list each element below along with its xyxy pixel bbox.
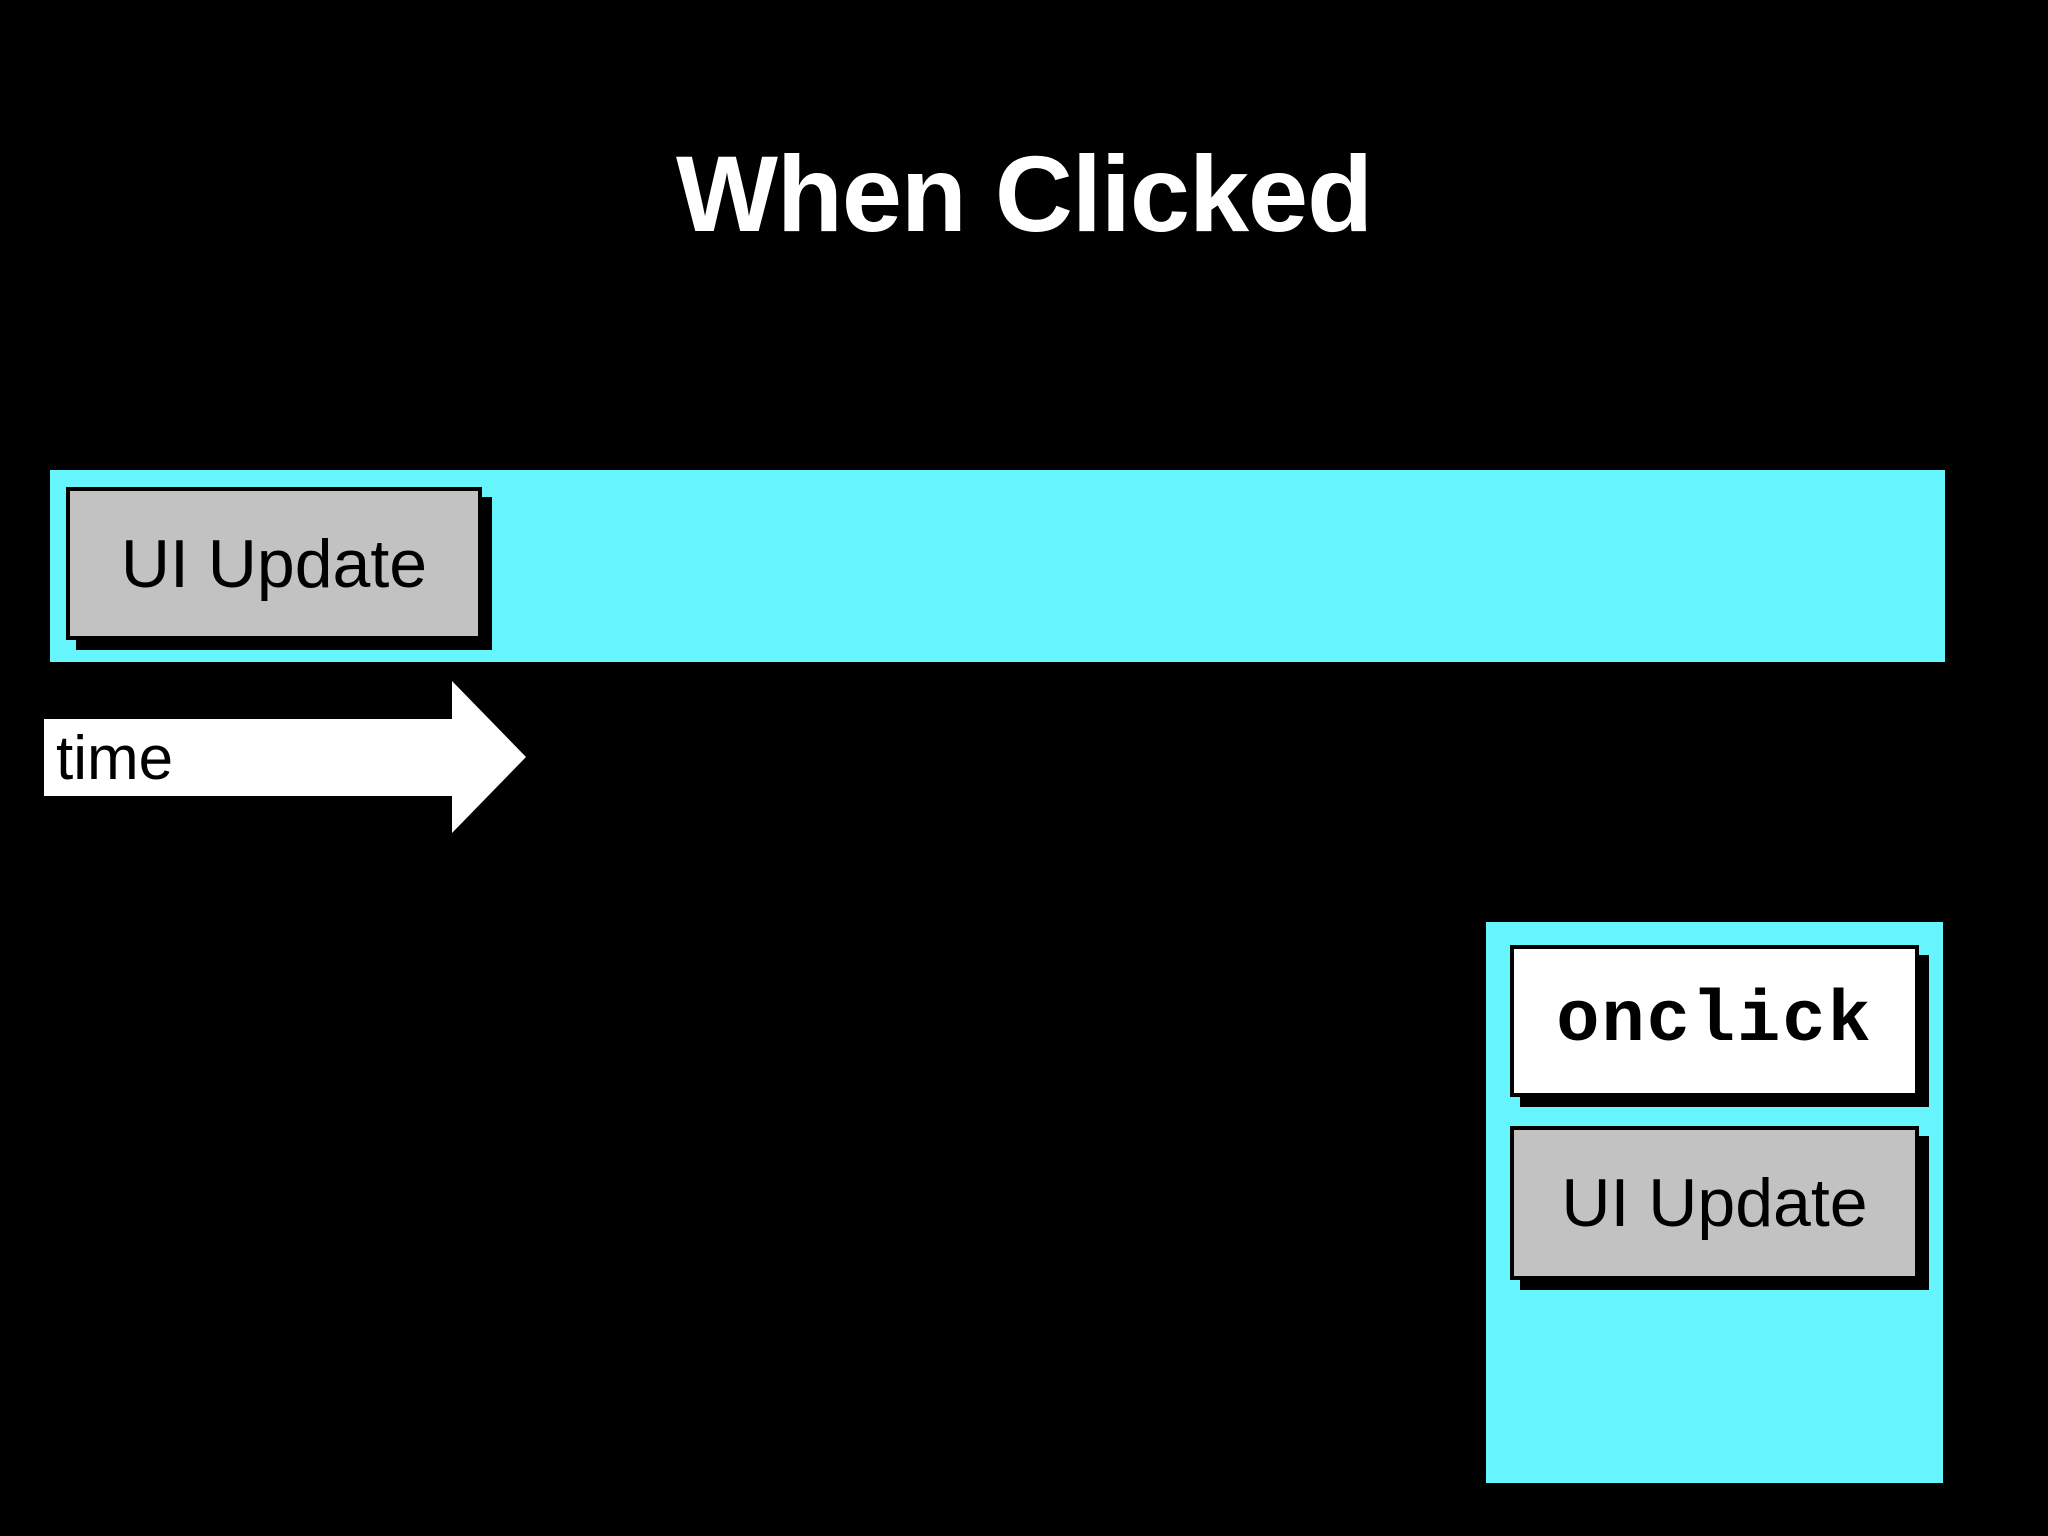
ui-update-box-handler-label: UI Update bbox=[1561, 1165, 1868, 1241]
ui-update-box-main[interactable]: UI Update bbox=[66, 487, 482, 640]
page-title: When Clicked bbox=[675, 133, 1373, 254]
onclick-event-box[interactable]: onclick bbox=[1510, 945, 1919, 1097]
ui-update-box-handler[interactable]: UI Update bbox=[1510, 1126, 1919, 1280]
time-arrow-shape bbox=[44, 681, 526, 833]
time-axis-label: time bbox=[56, 724, 174, 793]
ui-update-box-main-label: UI Update bbox=[120, 525, 428, 602]
onclick-event-box-label: onclick bbox=[1556, 980, 1873, 1062]
time-axis-arrow bbox=[40, 676, 530, 838]
